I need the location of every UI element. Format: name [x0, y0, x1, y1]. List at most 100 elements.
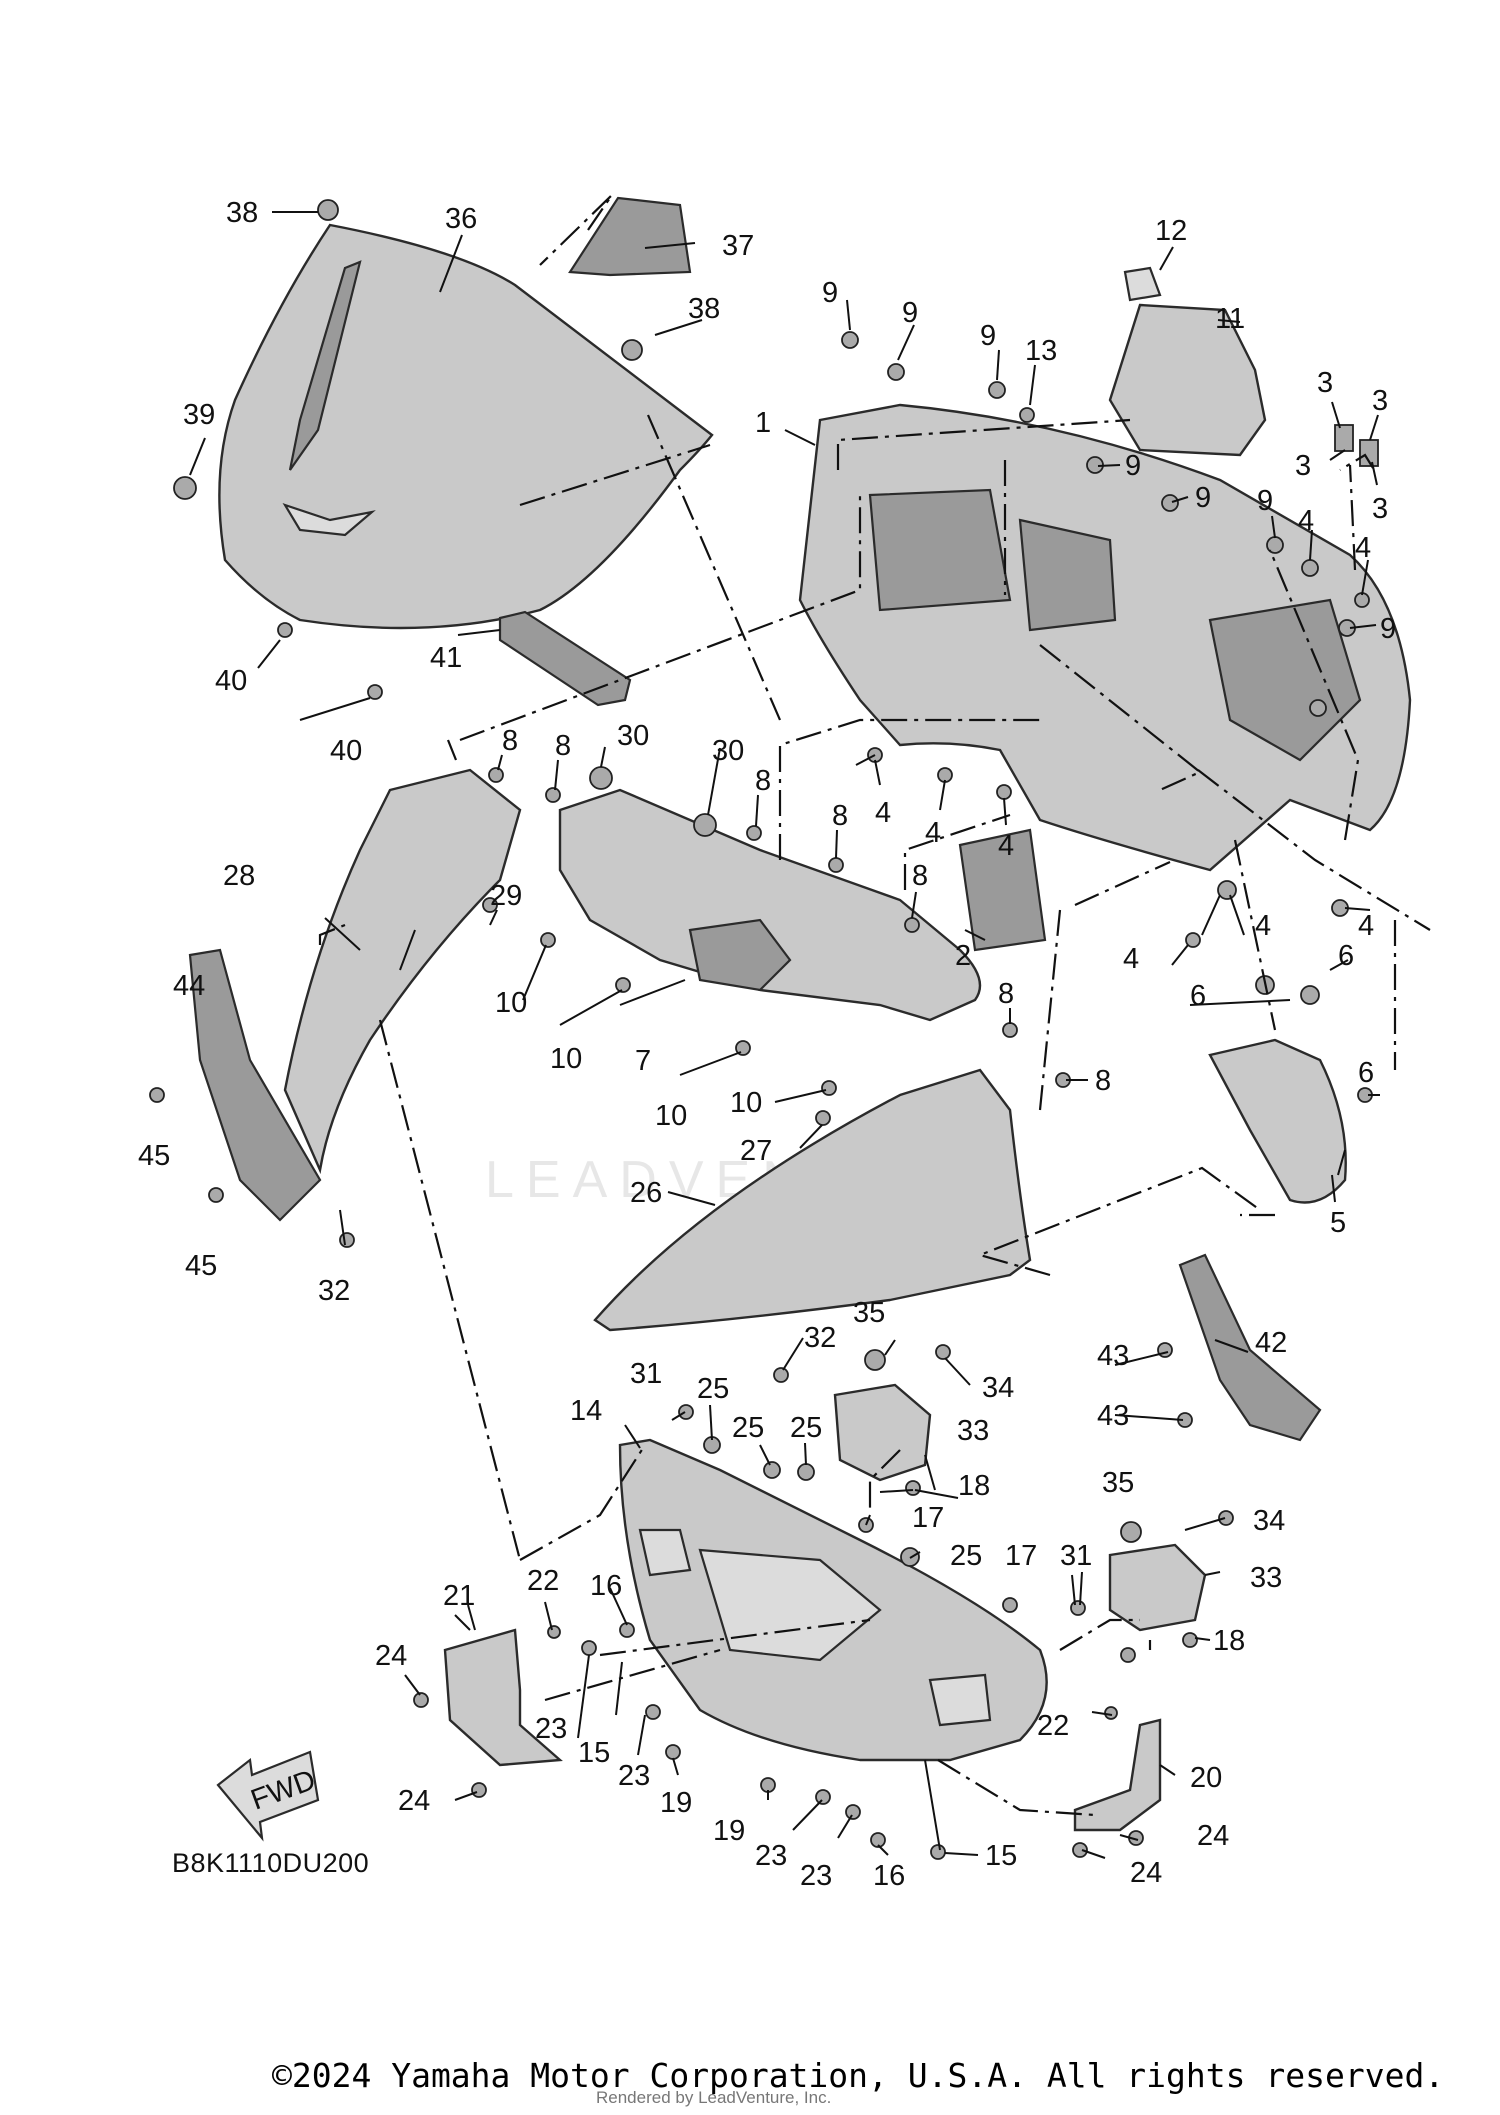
label-9-g: 9 — [1380, 613, 1396, 645]
part-labels: 38 36 37 38 39 40 40 41 1 9 9 9 13 12 11… — [138, 197, 1396, 1892]
label-24-b: 24 — [398, 1785, 430, 1817]
label-40-b: 40 — [330, 735, 362, 767]
label-6-c: 6 — [1358, 1057, 1374, 1089]
label-45-b: 45 — [185, 1250, 217, 1282]
label-29: 29 — [490, 880, 522, 912]
label-36: 36 — [445, 203, 477, 235]
label-3-b: 3 — [1372, 385, 1388, 417]
label-25-b: 25 — [732, 1412, 764, 1444]
label-8-b: 8 — [555, 730, 571, 762]
label-8-d: 8 — [832, 800, 848, 832]
label-4-a: 4 — [1298, 505, 1314, 537]
part-36-vent — [282, 503, 376, 537]
label-32-a: 32 — [318, 1275, 350, 1307]
label-15-a: 15 — [578, 1737, 610, 1769]
label-12: 12 — [1155, 215, 1187, 247]
label-9-f: 9 — [1257, 485, 1273, 517]
part-1-cluster — [868, 488, 1012, 612]
part-11-cover — [1108, 303, 1267, 457]
label-28: 28 — [223, 860, 255, 892]
fasteners — [149, 199, 1373, 1860]
label-16-b: 16 — [873, 1860, 905, 1892]
part-3-clip-b — [1359, 439, 1379, 467]
part-14-headlight-l — [638, 1528, 692, 1577]
label-30-a: 30 — [617, 720, 649, 752]
label-1: 1 — [755, 407, 771, 439]
label-31-a: 31 — [630, 1358, 662, 1390]
label-35-b: 35 — [1102, 1467, 1134, 1499]
label-16-a: 16 — [590, 1570, 622, 1602]
label-23-d: 23 — [800, 1860, 832, 1892]
label-8-f: 8 — [998, 978, 1014, 1010]
label-4-h: 4 — [1358, 910, 1374, 942]
part-14-headlight-r — [928, 1673, 992, 1727]
label-10-a: 10 — [495, 987, 527, 1019]
label-8-c: 8 — [755, 765, 771, 797]
label-30-b: 30 — [712, 735, 744, 767]
part-28-side-cowl — [283, 768, 522, 1175]
part-26-side-panel — [593, 1068, 1032, 1332]
label-38-a: 38 — [226, 197, 258, 229]
label-15-b: 15 — [985, 1840, 1017, 1872]
label-9-e: 9 — [1195, 482, 1211, 514]
part-5-right-fender — [1208, 1038, 1347, 1204]
label-7: 7 — [635, 1045, 651, 1077]
label-25-c: 25 — [790, 1412, 822, 1444]
label-8-g: 8 — [1095, 1065, 1111, 1097]
label-9-a: 9 — [822, 277, 838, 309]
label-18-b: 18 — [1213, 1625, 1245, 1657]
label-34-b: 34 — [1253, 1505, 1285, 1537]
label-17-b: 17 — [1005, 1540, 1037, 1572]
label-8-a: 8 — [502, 725, 518, 757]
part-20-deflector — [1073, 1718, 1162, 1832]
rendered-by-credit: Rendered by LeadVenture, Inc. — [596, 2088, 832, 2107]
fwd-arrow-icon — [216, 1750, 320, 1842]
part-1-box — [1018, 518, 1117, 632]
label-38-b: 38 — [688, 293, 720, 325]
label-5: 5 — [1330, 1207, 1346, 1239]
label-34-a: 34 — [982, 1372, 1014, 1404]
label-26: 26 — [630, 1177, 662, 1209]
label-41: 41 — [430, 642, 462, 674]
label-35-a: 35 — [853, 1297, 885, 1329]
part-41-bracket — [498, 610, 632, 707]
label-21: 21 — [443, 1580, 475, 1612]
part-36-stripe — [288, 260, 362, 471]
label-14: 14 — [570, 1395, 602, 1427]
label-24-d: 24 — [1130, 1857, 1162, 1889]
part-14-grille — [698, 1548, 882, 1662]
label-17-a: 17 — [912, 1502, 944, 1534]
label-33-a: 33 — [957, 1415, 989, 1447]
label-43-b: 43 — [1097, 1400, 1129, 1432]
label-3-d: 3 — [1372, 493, 1388, 525]
part-44-guard — [188, 948, 322, 1222]
part-3-clip-a — [1334, 424, 1354, 452]
label-25-d: 25 — [950, 1540, 982, 1572]
label-13: 13 — [1025, 335, 1057, 367]
part-42-guard — [1178, 1253, 1322, 1442]
label-4-e: 4 — [998, 830, 1014, 862]
label-33-b: 33 — [1250, 1562, 1282, 1594]
part-7-console — [688, 918, 792, 992]
label-27: 27 — [740, 1135, 772, 1167]
label-25-a: 25 — [697, 1373, 729, 1405]
label-9-b: 9 — [902, 297, 918, 329]
label-23-b: 23 — [618, 1760, 650, 1792]
label-4-g: 4 — [1255, 910, 1271, 942]
label-24-c: 24 — [1197, 1820, 1229, 1852]
label-23-c: 23 — [755, 1840, 787, 1872]
label-8-e: 8 — [912, 860, 928, 892]
label-32-b: 32 — [804, 1322, 836, 1354]
leader-lines — [189, 211, 1380, 1859]
part-1-side — [1208, 598, 1362, 762]
part-12-clip — [1123, 266, 1162, 302]
label-19-b: 19 — [713, 1815, 745, 1847]
label-4-c: 4 — [875, 797, 891, 829]
label-24-a: 24 — [375, 1640, 407, 1672]
part-33-bracket-lower — [1108, 1543, 1207, 1632]
label-4-f: 4 — [1123, 943, 1139, 975]
label-3-c: 3 — [1295, 450, 1311, 482]
label-10-b: 10 — [550, 1043, 582, 1075]
label-6-b: 6 — [1338, 940, 1354, 972]
